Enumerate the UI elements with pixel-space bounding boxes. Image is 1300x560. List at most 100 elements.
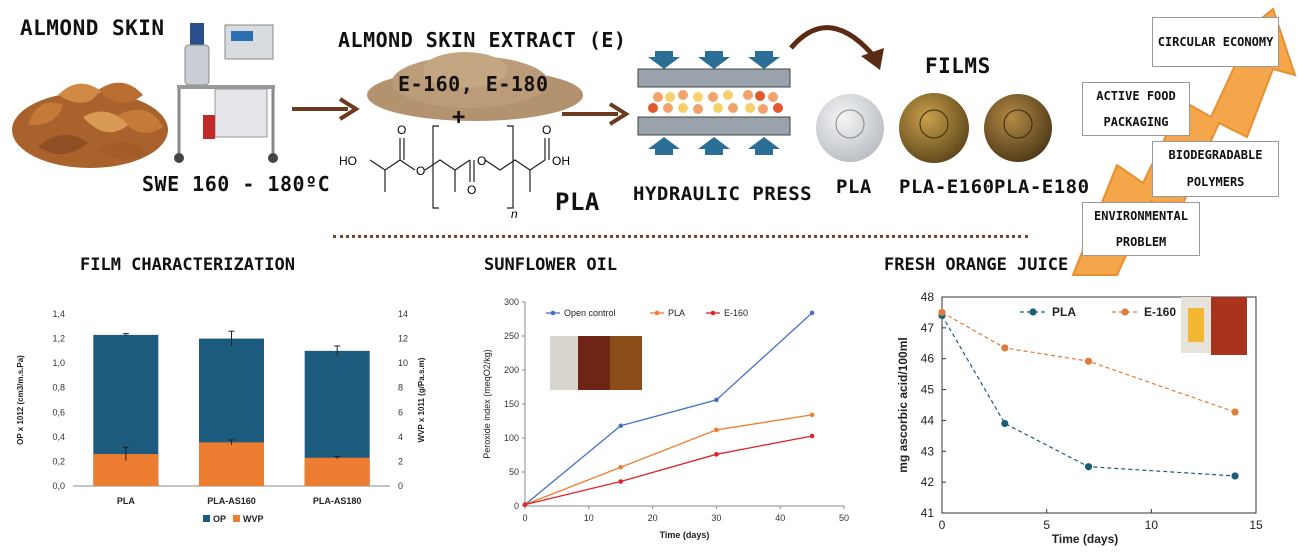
y2-tick-label: 2 [398, 456, 403, 466]
legend-marker [654, 310, 660, 316]
box-active-food-packaging: ACTIVE FOOD PACKAGING [1082, 82, 1190, 136]
y-tick-label: 1,2 [52, 334, 65, 344]
y-tick-label: 0,8 [52, 383, 65, 393]
y2-tick-label: 6 [398, 407, 403, 417]
legend-label-wvp: WVP [243, 514, 264, 524]
x-tick-label: 10 [584, 513, 594, 523]
x-tick-label: 5 [1043, 518, 1050, 532]
legend-label: PLA [668, 308, 685, 318]
formula-o-label-3: O [467, 183, 476, 197]
x-tick-label: 50 [839, 513, 849, 523]
legend-label-op: OP [213, 514, 226, 524]
x-tick-label: PLA-AS180 [313, 496, 362, 506]
process-arrow-1 [292, 97, 360, 121]
reactor-equipment-image [174, 23, 278, 163]
legend-label: Open control [564, 308, 616, 318]
data-point [714, 397, 719, 403]
x-tick-label: 0 [522, 513, 527, 523]
x-tick-label: 20 [648, 513, 658, 523]
extract-title: ALMOND SKIN EXTRACT (E) [338, 28, 627, 52]
y-tick-label: 46 [921, 352, 935, 366]
film-label-pla: PLA [836, 176, 872, 198]
formula-o-label-5: O [542, 123, 551, 137]
y-tick-label: 300 [504, 297, 519, 307]
almond-skin-title: ALMOND SKIN [20, 16, 165, 40]
data-point [809, 310, 815, 316]
section-divider [333, 235, 1028, 238]
data-point [1231, 408, 1239, 416]
series-line [524, 414, 813, 506]
formula-n-label: n [511, 207, 518, 220]
wvp-bar [199, 442, 264, 486]
y-tick-label: 200 [504, 365, 519, 375]
y-tick-label: 0,4 [52, 432, 65, 442]
legend-label: PLA [1052, 305, 1076, 319]
legend-marker [550, 310, 556, 316]
box-biodegradable-polymers: BIODEGRADABLE POLYMERS [1152, 141, 1279, 197]
data-point [809, 433, 815, 439]
wvp-bar [304, 457, 370, 486]
formula-oh-label: OH [552, 154, 570, 168]
legend-marker [1121, 308, 1129, 316]
process-arrow-2 [562, 102, 630, 126]
section-title-sunflower-oil: SUNFLOWER OIL [484, 255, 618, 275]
hydraulic-press-label: HYDRAULIC PRESS [633, 183, 813, 205]
y-tick-label: 47 [921, 321, 935, 335]
data-point [938, 308, 946, 317]
data-point [714, 427, 719, 433]
y2-tick-label: 4 [398, 432, 403, 442]
section-title-film-characterization: FILM CHARACTERIZATION [80, 255, 295, 275]
y-axis-label: OP x 1012 (cm3/m.s.Pa) [16, 355, 25, 445]
plus-sign: + [452, 105, 466, 130]
series-line [941, 311, 1236, 413]
sample-photo-pla [578, 336, 610, 390]
data-point [618, 464, 623, 470]
data-point [522, 502, 528, 507]
section-title-fresh-orange-juice: FRESH ORANGE JUICE [884, 255, 1069, 275]
legend-swatch-op [203, 515, 210, 522]
juice-photo-pla [1188, 308, 1204, 342]
y-axis-label: Peroxide index (meqO2/kg) [482, 349, 492, 459]
plot-frame [941, 296, 1257, 514]
pla-structural-formula: HO O O O O O OH n [339, 123, 570, 220]
juice-photo-e160 [1211, 297, 1247, 355]
series-line [524, 435, 813, 506]
box-circular-economy: CIRCULAR ECONOMY [1152, 17, 1279, 67]
x-tick-label: PLA [117, 496, 136, 506]
data-point [1001, 344, 1009, 352]
formula-o-label-1: O [416, 164, 425, 178]
extract-powder-image [367, 52, 583, 121]
x-tick-label: 30 [711, 513, 721, 523]
almond-skin-image [12, 82, 168, 168]
box-environmental-problem: ENVIRONMENTAL PROBLEM [1082, 202, 1200, 256]
data-point [1084, 463, 1093, 471]
legend-label: E-160 [1144, 305, 1176, 319]
y-tick-label: 41 [921, 506, 935, 520]
y2-tick-label: 8 [398, 383, 403, 393]
y-tick-label: 50 [509, 467, 519, 477]
data-point [714, 452, 719, 457]
y-tick-label: 1,0 [52, 358, 65, 368]
y2-axis-label: WVP x 1011 (g/Pa.s.m) [417, 357, 426, 442]
films-title: FILMS [925, 54, 991, 78]
data-point [618, 479, 623, 484]
y-tick-label: 100 [504, 433, 519, 443]
y2-tick-label: 10 [398, 358, 408, 368]
y-tick-label: 43 [921, 444, 935, 458]
extract-samples-label: E-160, E-180 [398, 72, 549, 96]
data-point [618, 423, 623, 429]
data-point [1001, 419, 1009, 428]
y-tick-label: 48 [921, 290, 935, 304]
y-tick-label: 44 [921, 413, 935, 427]
hydraulic-press-image [637, 51, 791, 155]
curved-process-arrow [789, 25, 884, 70]
swe-temperature-label: SWE 160 - 180ºC [142, 172, 331, 196]
formula-ho-label: HO [339, 154, 357, 168]
data-point [809, 412, 815, 418]
x-axis-label: Time (days) [660, 530, 710, 540]
y-tick-label: 1,4 [52, 309, 65, 319]
y-tick-label: 0,2 [52, 456, 65, 466]
y-tick-label: 0 [514, 501, 519, 511]
